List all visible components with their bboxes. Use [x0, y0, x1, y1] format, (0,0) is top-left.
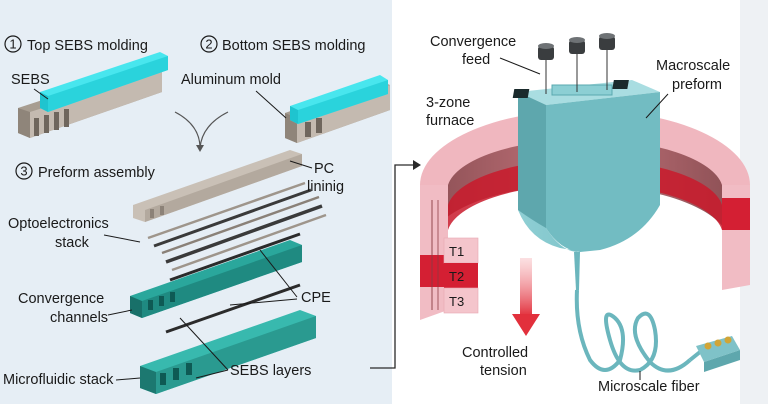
- microscale-fiber-illustration: [574, 289, 702, 373]
- feed-leader-line: [499, 57, 541, 75]
- merge-arrow-left: [174, 111, 201, 149]
- aluminum-mold-label: Aluminum mold: [181, 72, 281, 88]
- preform-leader-line: [645, 93, 669, 119]
- merge-arrow-right: [199, 111, 229, 149]
- step2-number: 2: [205, 37, 212, 52]
- step1-number: 1: [9, 37, 16, 52]
- tension-label-line2: tension: [480, 363, 527, 379]
- merge-arrow-head: [196, 145, 204, 152]
- pc-leader-line: [289, 160, 313, 169]
- step2-title: 2 Bottom SEBS molding: [200, 35, 365, 54]
- cpe-leader-line-a: [259, 249, 298, 298]
- pc-label-line2: lininig: [307, 179, 344, 195]
- conv-label-line1: Convergence: [18, 291, 104, 307]
- tension-arrow-head: [512, 314, 540, 336]
- tension-label-line1: Controlled: [462, 345, 528, 361]
- feed-label-line1: Convergence: [430, 34, 516, 50]
- connector-arrow: [370, 164, 415, 369]
- opto-label-line1: Optoelectronics: [8, 216, 109, 232]
- step3-number: 3: [20, 164, 27, 179]
- sebs-layers-label: SEBS layers: [230, 363, 311, 379]
- fiber-connector: [696, 336, 740, 372]
- cpe-leader-line-b: [229, 298, 298, 306]
- preform-label-line1: Macroscale: [656, 58, 730, 74]
- zone-t2: T2: [449, 269, 464, 284]
- conv-label-line2: channels: [50, 310, 108, 326]
- opto-leader-line: [103, 234, 141, 243]
- step1-title: 1 Top SEBS molding: [4, 35, 148, 54]
- connector-arrow-head: [413, 160, 421, 170]
- conv-leader-line: [107, 309, 133, 316]
- pc-label-line1: PC: [314, 161, 334, 177]
- zone-t1: T1: [449, 244, 464, 259]
- sebs-layers-leader-a: [179, 317, 229, 371]
- mold-leader-line: [255, 90, 287, 119]
- step3-label: Preform assembly: [38, 165, 156, 181]
- sebs-layers-leader-b: [195, 369, 229, 379]
- preform-label-line2: preform: [672, 77, 722, 93]
- bottom-sebs-mold-illustration: [285, 75, 390, 143]
- cpe-label: CPE: [301, 290, 331, 306]
- furnace-label-line2: furnace: [426, 113, 474, 129]
- furnace-label-line1: 3-zone: [426, 95, 470, 111]
- step1-label: Top SEBS molding: [27, 38, 148, 54]
- convergence-feed-spools: [538, 33, 615, 94]
- sebs-label: SEBS: [11, 72, 50, 88]
- feed-label-line2: feed: [462, 52, 490, 68]
- micro-leader-line: [115, 377, 141, 381]
- fiber-label: Microscale fiber: [598, 379, 700, 395]
- macroscale-preform-illustration: [512, 80, 660, 290]
- step2-label: Bottom SEBS molding: [222, 38, 365, 54]
- tension-arrow-shaft: [520, 258, 532, 316]
- zone-t3: T3: [449, 294, 464, 309]
- sebs-leader-line: [33, 88, 49, 100]
- preform-assembly-illustration: [130, 150, 327, 394]
- microfluidic-stack-label: Microfluidic stack: [3, 372, 114, 388]
- step3-title: 3 Preform assembly: [15, 162, 156, 181]
- opto-label-line2: stack: [55, 235, 90, 251]
